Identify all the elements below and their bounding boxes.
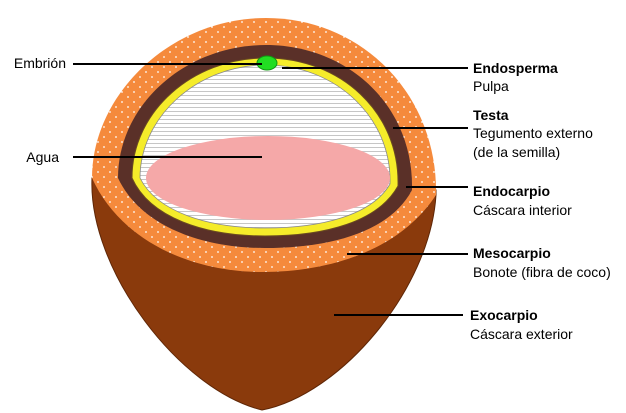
- label-endocarpio-subtitle: Cáscara interior: [473, 202, 572, 218]
- label-testa-subtitle-2: (de la semilla): [473, 144, 560, 160]
- label-mesocarpio-title: Mesocarpio: [473, 245, 551, 261]
- label-exocarpio-subtitle: Cáscara exterior: [470, 326, 573, 342]
- label-embrion: Embrión: [14, 55, 66, 71]
- label-exocarpio-title: Exocarpio: [470, 307, 538, 323]
- label-testa-subtitle-1: Tegumento externo: [473, 125, 593, 141]
- label-endocarpio-title: Endocarpio: [473, 183, 550, 199]
- label-testa-title: Testa: [473, 107, 509, 123]
- label-endosperma-title: Endosperma: [473, 60, 558, 76]
- coconut-water: [146, 136, 390, 220]
- label-agua: Agua: [26, 149, 59, 165]
- label-endosperma-subtitle: Pulpa: [473, 78, 509, 94]
- label-mesocarpio-subtitle: Bonote (fibra de coco): [473, 264, 611, 280]
